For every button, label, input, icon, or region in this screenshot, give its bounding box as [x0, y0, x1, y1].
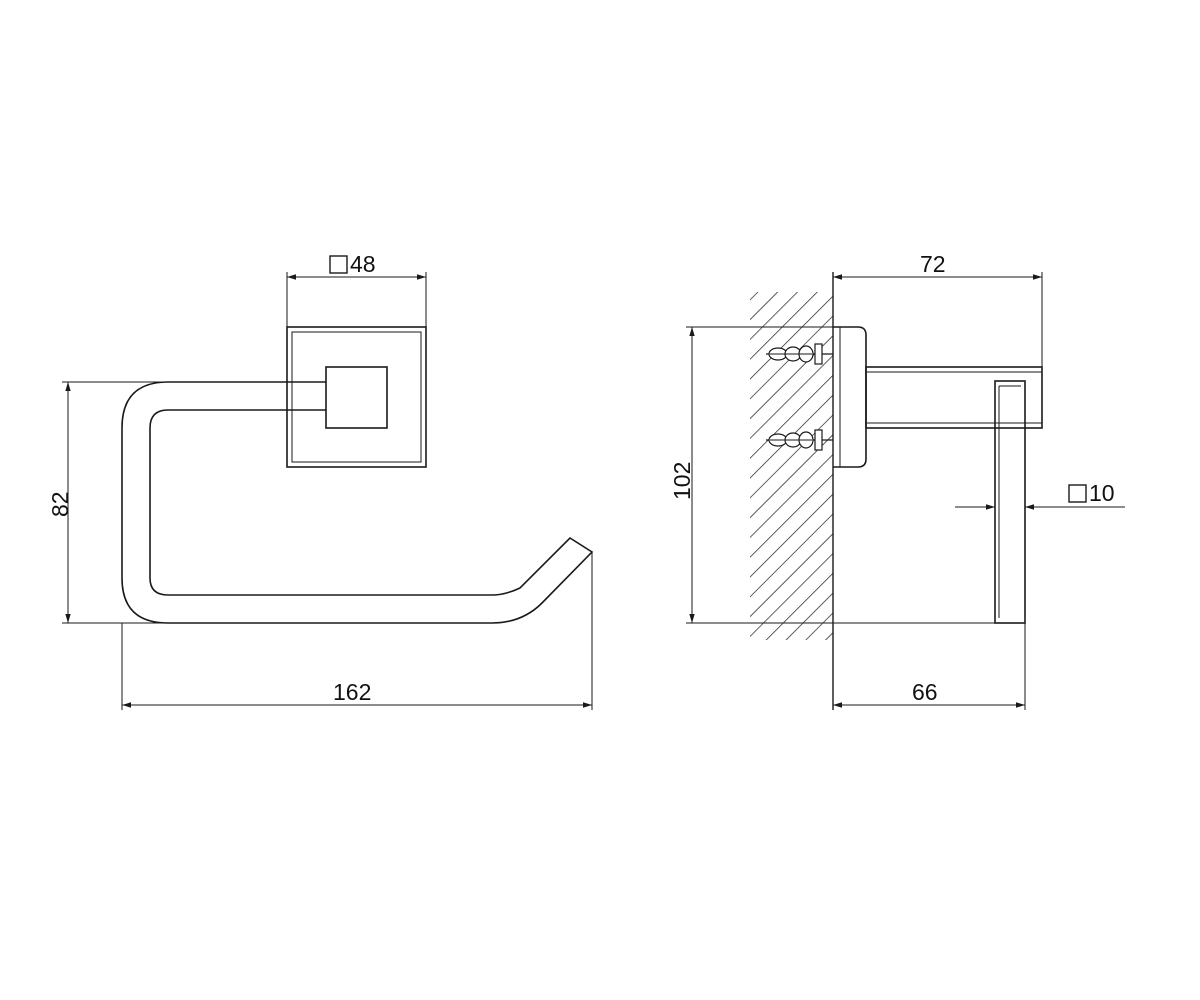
dim-82-label: 82	[47, 491, 73, 517]
dim-72-label: 72	[920, 251, 946, 277]
screw-anchor-upper-icon	[766, 343, 833, 365]
side-arm	[865, 366, 1043, 429]
square-symbol-icon	[1068, 484, 1087, 503]
dim-162-label: 162	[333, 679, 371, 705]
dim-102-label: 102	[669, 462, 695, 500]
front-wall-plate	[286, 326, 427, 468]
square-symbol-icon	[329, 255, 348, 274]
front-view: 48 82 162	[47, 251, 594, 710]
dim-48-label: 48	[350, 251, 376, 277]
side-view: 72 102 10 66	[669, 251, 1125, 710]
front-hook-outer	[121, 381, 594, 624]
dim-10-label: 10	[1089, 480, 1115, 506]
front-center-boss	[325, 366, 388, 429]
dim-66-label: 66	[912, 679, 938, 705]
screw-anchor-lower-icon	[766, 429, 833, 451]
side-wall-plate	[833, 326, 867, 468]
front-wall-plate-inner	[291, 331, 422, 463]
